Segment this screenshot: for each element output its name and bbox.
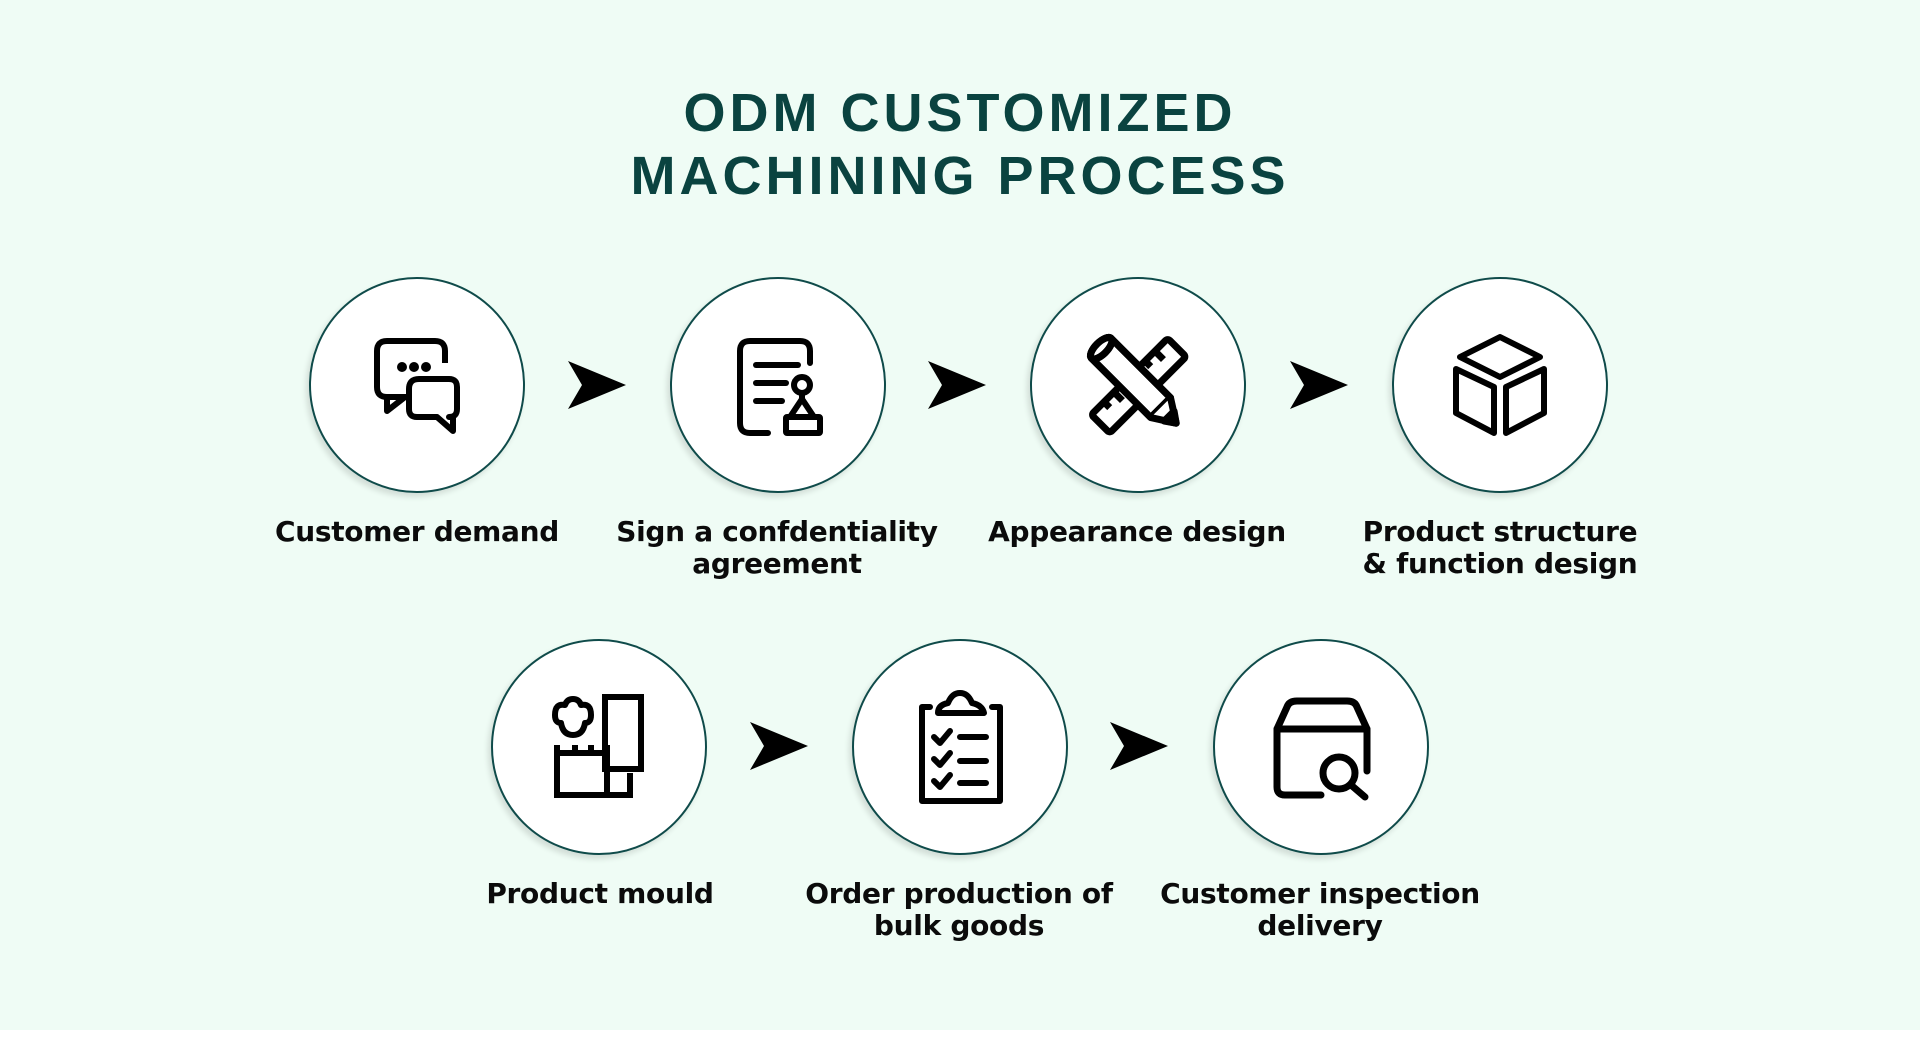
diagram-title: ODM CUSTOMIZED MACHINING PROCESS — [0, 82, 1920, 208]
arrow-right-icon — [928, 361, 986, 409]
step-6-label: Order production of bulk goods — [789, 878, 1129, 942]
ruler-pencil-icon — [1086, 333, 1189, 436]
step-4-label: Product structure & function design — [1330, 516, 1670, 580]
step-4-label-line-2: & function design — [1362, 547, 1638, 580]
mould-shapes-icon — [552, 694, 644, 798]
step-2-circle — [670, 277, 886, 493]
step-3-label-line-1: Appearance design — [988, 515, 1286, 548]
step-6-label-line-2: bulk goods — [873, 909, 1045, 942]
title-line-1: ODM CUSTOMIZED — [683, 83, 1237, 143]
step-2-label-line-1: Sign a confdentiality — [616, 515, 938, 548]
step-4-circle — [1392, 277, 1608, 493]
step-7-label-line-2: delivery — [1257, 909, 1383, 942]
step-2-label-line-2: agreement — [692, 547, 862, 580]
step-7-label-line-1: Customer inspection — [1160, 877, 1480, 910]
step-7-label: Customer inspection delivery — [1150, 878, 1490, 942]
step-3-circle — [1030, 277, 1246, 493]
arrow-right-icon — [1110, 722, 1168, 770]
step-6-circle — [852, 639, 1068, 855]
step-1-label-line-1: Customer demand — [274, 515, 560, 548]
arrow-right-icon — [568, 361, 626, 409]
box-search-icon — [1273, 697, 1371, 801]
clipboard-checklist-icon — [919, 690, 1003, 804]
document-stamp-icon — [737, 338, 823, 436]
step-6-label-line-1: Order production of — [805, 877, 1113, 910]
step-2-label: Sign a confdentiality agreement — [607, 516, 947, 580]
cube-icon — [1453, 334, 1547, 436]
step-5-label: Product mould — [430, 878, 770, 910]
step-5-circle — [491, 639, 707, 855]
chat-bubbles-icon — [374, 338, 460, 434]
arrow-right-icon — [1290, 361, 1348, 409]
step-1-circle — [309, 277, 525, 493]
step-7-circle — [1213, 639, 1429, 855]
step-5-label-line-1: Product mould — [486, 877, 714, 910]
step-4-label-line-1: Product structure — [1362, 515, 1638, 548]
arrow-right-icon — [750, 722, 808, 770]
title-line-2: MACHINING PROCESS — [630, 146, 1290, 206]
step-1-label: Customer demand — [247, 516, 587, 548]
step-3-label: Appearance design — [967, 516, 1307, 548]
